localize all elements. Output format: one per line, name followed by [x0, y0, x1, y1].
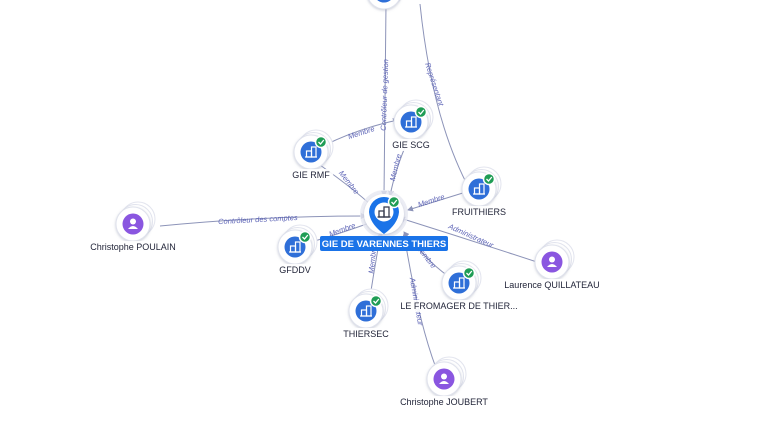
node-fruit[interactable]: FRUITHIERS [449, 166, 509, 218]
person-icon [128, 218, 138, 229]
node-label: GFDDV [279, 265, 311, 275]
node-top[interactable] [367, 0, 406, 10]
center-label: GIE DE VARENNES THIERS [322, 239, 446, 250]
nodes-layer: GIE SCG GIE RMF FRUITHIERS Christophe POULA… [82, 0, 606, 408]
building-icon [289, 241, 301, 253]
edge-label: Membre [337, 169, 361, 196]
node-label: THIERSEC [343, 329, 389, 339]
node-label: Christophe POULAIN [90, 242, 176, 252]
node-quill[interactable]: Laurence QUILLATEAU [498, 239, 606, 291]
building-icon [377, 206, 391, 218]
node-label: GIE RMF [292, 170, 330, 180]
node-rmf[interactable]: GIE RMF [288, 129, 334, 181]
edge-top: Représentant [419, 3, 471, 191]
edge-label: Membre [347, 124, 376, 141]
verified-check-icon [314, 135, 328, 149]
node-scg[interactable]: GIE SCG [388, 99, 434, 151]
edge-line [419, 3, 471, 191]
building-icon [305, 146, 317, 158]
node-label: GIE SCG [392, 140, 430, 150]
node-gfddv[interactable]: GFDDV [277, 224, 318, 276]
verified-check-icon [387, 195, 401, 209]
verified-check-icon [414, 105, 428, 119]
node-label: Laurence QUILLATEAU [504, 280, 599, 290]
edge-label: Membre [417, 192, 446, 209]
node-label: LE FROMAGER DE THIER... [400, 301, 517, 311]
node-thiersec[interactable]: THIERSEC [341, 288, 391, 340]
verified-check-icon [298, 230, 312, 244]
verified-check-icon [482, 172, 496, 186]
building-icon [473, 183, 485, 195]
node-fromag[interactable]: LE FROMAGER DE THIER... [395, 260, 523, 312]
node-label: Christophe JOUBERT [400, 397, 488, 407]
building-icon [405, 116, 417, 128]
edge-label: Administrateur [446, 221, 495, 249]
center-node[interactable]: GIE DE VARENNES THIERS [320, 190, 448, 251]
center-label-bg [320, 236, 448, 251]
edge-poulain: Contrôleur des comptes [159, 213, 367, 227]
person-icon [439, 373, 449, 384]
node-label: FRUITHIERS [452, 207, 506, 217]
person-icon [547, 256, 557, 267]
node-poulain[interactable]: Christophe POULAIN [82, 201, 184, 253]
building-icon [453, 277, 465, 289]
verified-check-icon [462, 266, 476, 280]
edge-label: Représentant [423, 61, 446, 107]
node-joubert[interactable]: Christophe JOUBERT [393, 356, 495, 408]
edge-top: Contrôleur de gestion [379, 3, 390, 197]
edge-line [399, 216, 541, 264]
edge-line [159, 213, 367, 227]
edge-label: Contrôleur des comptes [218, 213, 298, 226]
verified-check-icon [369, 294, 383, 308]
edge-line [381, 3, 388, 197]
edge-label: Membre [328, 221, 357, 239]
edge-line [407, 191, 467, 212]
edge-label: Membre [367, 246, 379, 274]
edge-label: Contrôleur de gestion [379, 59, 390, 131]
building-icon [360, 305, 372, 317]
edge-label: Membre [388, 153, 403, 182]
